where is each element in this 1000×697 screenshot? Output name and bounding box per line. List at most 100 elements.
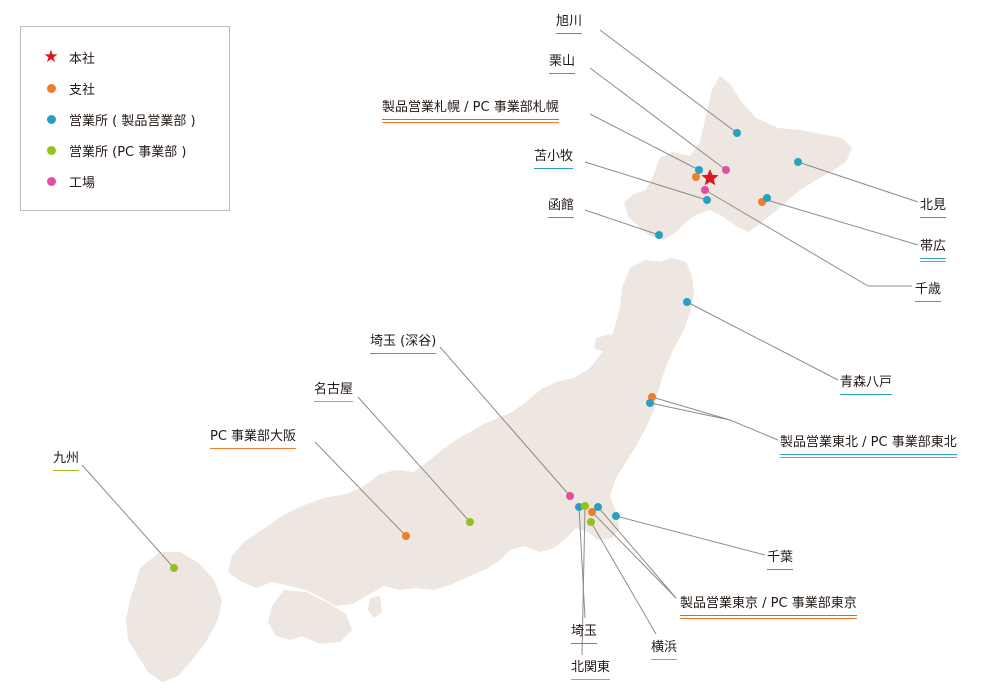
label-yokohama[interactable]: 横浜 (651, 636, 678, 660)
leader-yokohama (590, 521, 657, 635)
label-text: 製品営業東京 / PC 事業部東京 (680, 596, 857, 611)
label-text: 千葉 (767, 550, 794, 565)
label-fukaya[interactable]: 埼玉 (深谷) (370, 330, 437, 354)
label-tokyo[interactable]: 製品営業東京 / PC 事業部東京 (680, 592, 857, 619)
label-saitama[interactable]: 埼玉 (571, 620, 598, 644)
label-chiba[interactable]: 千葉 (767, 546, 794, 570)
headquarters-star-icon[interactable] (701, 169, 719, 186)
marker-sapporo-branch[interactable] (692, 173, 700, 181)
leader-asahikawa (599, 29, 738, 134)
legend-label: 工場 (69, 175, 96, 191)
star-icon: ★ (43, 47, 59, 67)
label-text: 製品営業東北 / PC 事業部東北 (780, 435, 957, 450)
label-kyushu[interactable]: 九州 (53, 447, 80, 471)
label-text: 埼玉 (571, 624, 598, 639)
label-kuriyama[interactable]: 栗山 (549, 50, 576, 74)
leader-tohoku-2 (651, 396, 731, 421)
land-shikoku (268, 590, 352, 644)
marker-sapporo-sales[interactable] (695, 166, 703, 174)
label-underline (767, 569, 794, 570)
label-underline (571, 643, 598, 644)
label-underline (780, 454, 957, 455)
label-underline (571, 679, 611, 680)
land-honshu (228, 258, 694, 606)
label-text: 北見 (920, 198, 947, 213)
legend-item-pc-sales-office: 営業所 (PC 事業部 ) (43, 140, 186, 160)
label-underline (370, 353, 437, 354)
marker-tohoku-sales[interactable] (646, 399, 654, 407)
marker-nagoya[interactable] (466, 518, 474, 526)
land-sado (594, 334, 614, 352)
label-underline (548, 217, 575, 218)
legend-item-sales-office: 営業所 ( 製品営業部 ) (43, 109, 196, 129)
dot-icon (46, 145, 56, 155)
dot-icon (46, 114, 56, 124)
label-chitose[interactable]: 千歳 (915, 278, 942, 302)
label-underline (840, 394, 893, 395)
marker-yokohama[interactable] (587, 518, 595, 526)
marker-kuriyama[interactable] (722, 166, 730, 174)
marker-chitose[interactable] (701, 186, 709, 194)
location-markers (170, 129, 802, 572)
leader-hakodate (584, 209, 660, 236)
legend: ★ 本社 支社 営業所 ( 製品営業部 ) 営業所 (PC 事業部 ) 工場 (20, 26, 230, 211)
label-underline (210, 448, 297, 449)
label-tomakomai[interactable]: 苫小牧 (534, 145, 574, 169)
marker-asahikawa[interactable] (733, 129, 741, 137)
label-kitakanto[interactable]: 北関東 (571, 656, 611, 680)
leader-chitose-2 (704, 189, 869, 287)
label-sapporo[interactable]: 製品営業札幌 / PC 事業部札幌 (382, 96, 559, 123)
legend-item-headquarters: ★ 本社 (43, 47, 95, 67)
leader-fukaya (439, 346, 571, 497)
label-underline (920, 258, 947, 259)
label-text: 埼玉 (深谷) (370, 334, 437, 349)
leader-kuriyama (589, 67, 727, 171)
leader-tomakomai (584, 161, 708, 201)
marker-obihiro-sales[interactable] (763, 194, 771, 202)
marker-chiba[interactable] (612, 512, 620, 520)
label-asahikawa[interactable]: 旭川 (556, 10, 583, 34)
legend-label: 営業所 ( 製品営業部 ) (69, 113, 196, 129)
leader-aomori (686, 301, 839, 381)
marker-kitami[interactable] (794, 158, 802, 166)
leader-osaka (314, 441, 407, 537)
label-osaka[interactable]: PC 事業部大阪 (210, 425, 297, 449)
label-text: 苫小牧 (534, 149, 574, 164)
label-nagoya[interactable]: 名古屋 (314, 378, 354, 402)
land-awaji (368, 596, 382, 618)
marker-osaka[interactable] (402, 532, 410, 540)
marker-tokyo-branch[interactable] (588, 508, 596, 516)
label-text: 北関東 (571, 660, 611, 675)
marker-fukaya[interactable] (566, 492, 574, 500)
label-underline (680, 615, 857, 616)
marker-saitama[interactable] (575, 503, 583, 511)
label-tohoku[interactable]: 製品営業東北 / PC 事業部東北 (780, 431, 957, 458)
leader-tokyo-2 (591, 511, 677, 599)
label-underline (680, 618, 857, 619)
marker-tomakomai[interactable] (703, 196, 711, 204)
marker-kyushu[interactable] (170, 564, 178, 572)
label-text: 九州 (53, 451, 80, 466)
label-obihiro[interactable]: 帯広 (920, 235, 947, 262)
label-aomori[interactable]: 青森八戸 (840, 371, 893, 395)
label-underline (534, 168, 574, 169)
label-underline (780, 457, 957, 458)
land-masses (126, 76, 852, 682)
land-kyushu (126, 552, 222, 682)
label-text: 帯広 (920, 239, 947, 254)
label-hakodate[interactable]: 函館 (548, 194, 575, 218)
label-underline (915, 301, 942, 302)
marker-kitakanto[interactable] (581, 502, 589, 510)
leader-kyushu (81, 464, 175, 569)
label-underline (549, 73, 576, 74)
marker-aomori[interactable] (683, 298, 691, 306)
label-kitami[interactable]: 北見 (920, 194, 947, 218)
label-text: 名古屋 (314, 382, 354, 397)
marker-tokyo-sales[interactable] (594, 503, 602, 511)
legend-label: 支社 (69, 82, 96, 98)
label-underline (382, 119, 559, 120)
label-text: 製品営業札幌 / PC 事業部札幌 (382, 100, 559, 115)
marker-hakodate[interactable] (655, 231, 663, 239)
leader-tokyo (597, 506, 677, 599)
label-underline (920, 217, 947, 218)
